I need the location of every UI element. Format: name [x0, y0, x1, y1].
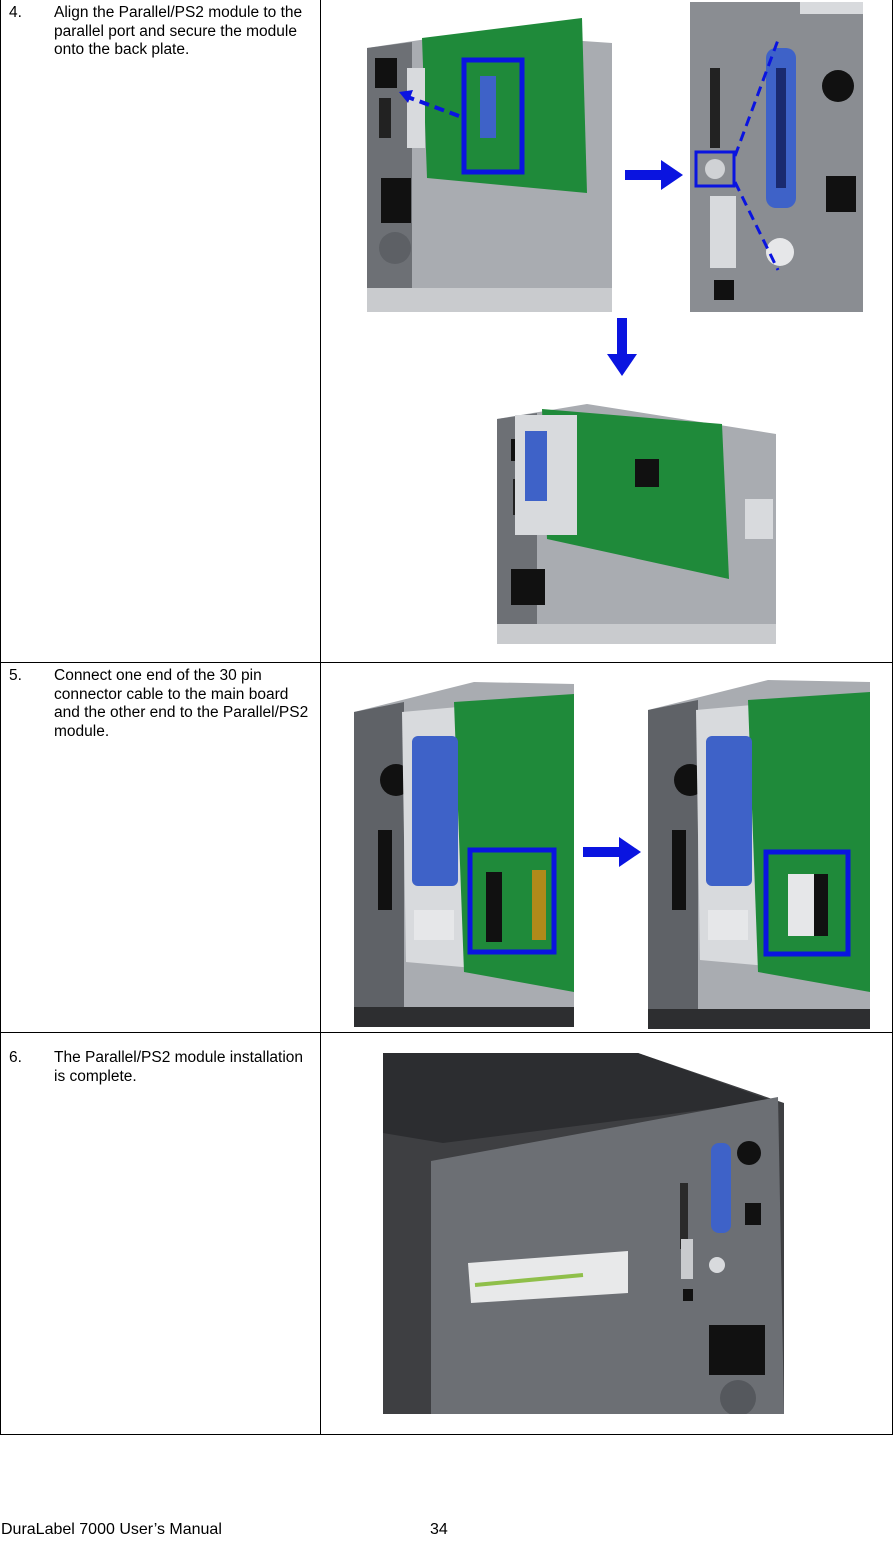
step-row-5: 5. Connect one end of the 30 pin connect…: [0, 662, 893, 1033]
step-number: 5.: [9, 667, 22, 684]
step-text: The Parallel/PS2 module installation is …: [54, 1049, 303, 1085]
step-row-4: 4. Align the Parallel/PS2 module to the …: [0, 0, 893, 663]
step-number: 6.: [9, 1049, 22, 1066]
footer-manual-title: DuraLabel 7000 User’s Manual: [1, 1521, 222, 1538]
cable-after-illustration: [648, 680, 870, 1029]
column-divider: [320, 1033, 321, 1434]
column-divider: [320, 663, 321, 1032]
arrow-right-icon: [625, 160, 683, 190]
column-divider: [320, 0, 321, 662]
module-installed-illustration: [497, 379, 776, 644]
arrow-down-icon: [607, 318, 637, 376]
footer-page-number: 34: [430, 1521, 448, 1538]
step-text: Connect one end of the 30 pin connector …: [54, 667, 309, 740]
step-number: 4.: [9, 4, 22, 21]
step-row-6: 6. The Parallel/PS2 module installation …: [0, 1032, 893, 1435]
module-align-illustration: [367, 8, 612, 312]
back-plate-illustration: [690, 2, 863, 312]
installation-complete-illustration: [383, 1053, 784, 1414]
cable-before-illustration: [354, 682, 574, 1027]
step-text: Align the Parallel/PS2 module to the par…: [54, 4, 303, 58]
arrow-right-icon: [583, 837, 641, 867]
